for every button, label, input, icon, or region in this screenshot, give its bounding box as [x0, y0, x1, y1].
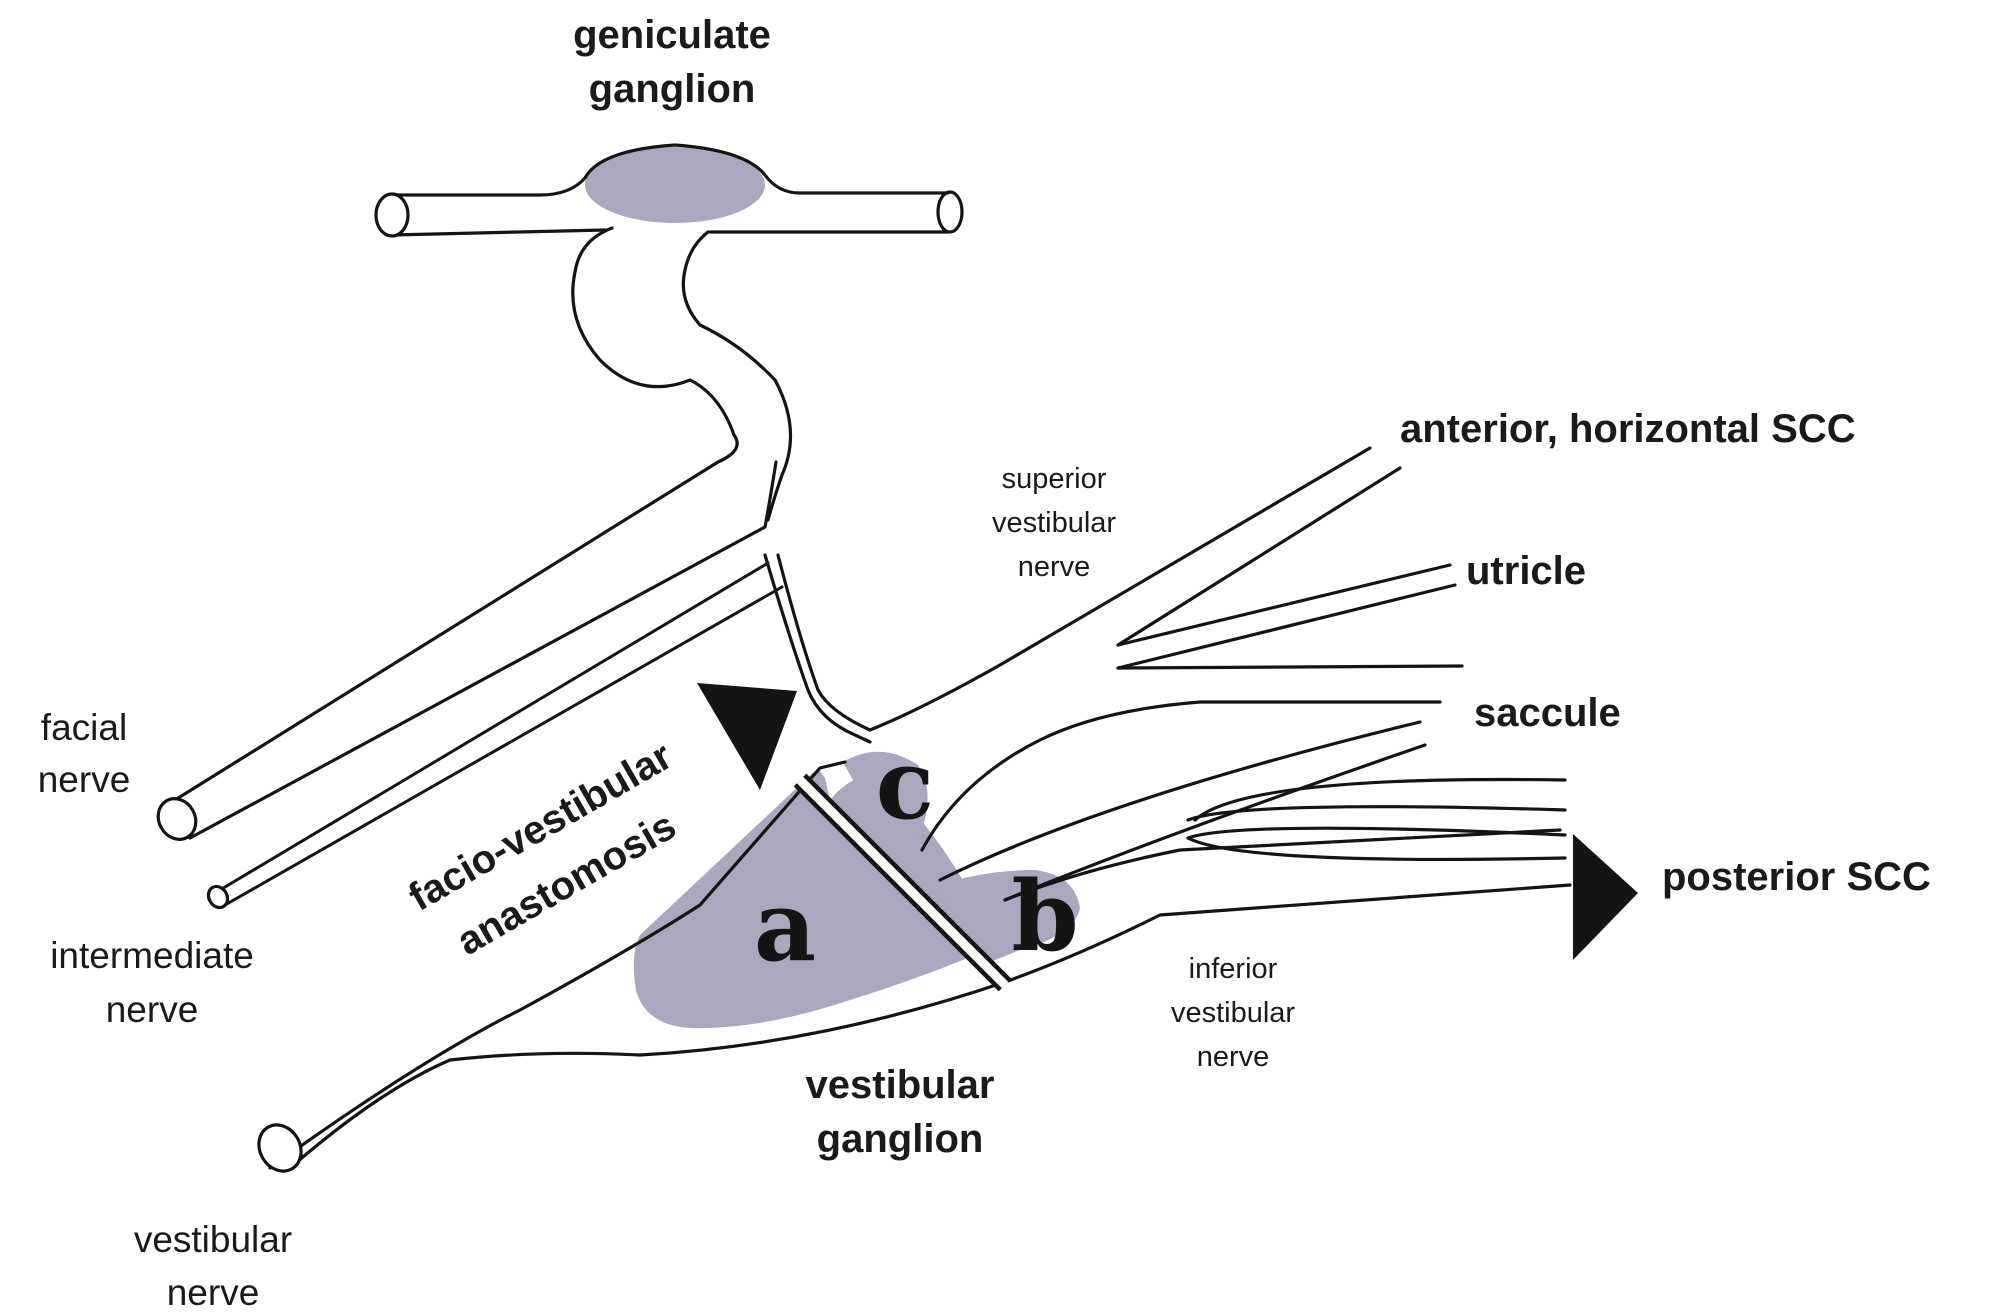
label-geniculate-ganglion-line1: geniculate [573, 13, 771, 57]
vestibular-nerve-upper-outline [870, 448, 1370, 730]
facial-nerve-lower-outline [190, 462, 776, 838]
label-posterior-scc: posterior SCC [1662, 855, 1931, 899]
label-facial-nerve-line2: nerve [38, 759, 131, 800]
saccule-branch-upper [940, 722, 1420, 880]
utricle-branch-bottom [1118, 666, 1462, 668]
vestibular-nerve-end [251, 1117, 310, 1179]
label-anterior-horizontal-scc: anterior, horizontal SCC [1400, 407, 1856, 451]
label-vestibular-nerve-line2: nerve [167, 1272, 260, 1312]
facial-nerve-end [151, 792, 203, 846]
utricle-branch-lower [1118, 585, 1455, 668]
geniculate-nerve-lower-outline [392, 230, 948, 235]
label-inferior-vestibular-line1: inferior [1189, 953, 1278, 985]
label-vestibular-nerve-line1: vestibular [134, 1219, 292, 1260]
label-facial-nerve-line1: facial [41, 707, 127, 748]
label-utricle: utricle [1466, 549, 1586, 593]
anastomosis-arrowhead [697, 683, 797, 790]
facial-nerve-outer-outline [175, 228, 737, 800]
region-label-a: a [754, 870, 816, 983]
label-superior-vestibular-line1: superior [1002, 463, 1107, 495]
region-label-c: c [876, 728, 934, 841]
label-vestibular-ganglion-line2: ganglion [817, 1117, 984, 1161]
posterior-scc-branch-4 [1195, 780, 1565, 821]
label-intermediate-nerve-line2: nerve [106, 989, 199, 1030]
label-inferior-vestibular-line3: nerve [1197, 1041, 1270, 1073]
label-inferior-vestibular-line2: vestibular [1171, 997, 1295, 1029]
label-intermediate-nerve-line1: intermediate [50, 935, 254, 976]
geniculate-nerve-right-end [938, 192, 962, 232]
label-saccule: saccule [1474, 691, 1621, 735]
utricle-branch-upper [1118, 565, 1450, 645]
label-vestibular-ganglion-line1: vestibular [806, 1063, 995, 1107]
geniculate-nerve-left-end [376, 194, 408, 236]
inferior-vestibular-nerve-lower-outline [1005, 885, 1570, 982]
label-geniculate-ganglion-line2: ganglion [589, 67, 756, 111]
label-superior-vestibular-line3: nerve [1018, 551, 1091, 583]
posterior-scc-arrowhead [1573, 834, 1638, 960]
label-superior-vestibular-line2: vestibular [992, 507, 1116, 539]
posterior-scc-branch-top [1005, 830, 1560, 900]
anterior-horizontal-scc-branch [1118, 468, 1400, 645]
region-label-b: b [1011, 860, 1078, 973]
